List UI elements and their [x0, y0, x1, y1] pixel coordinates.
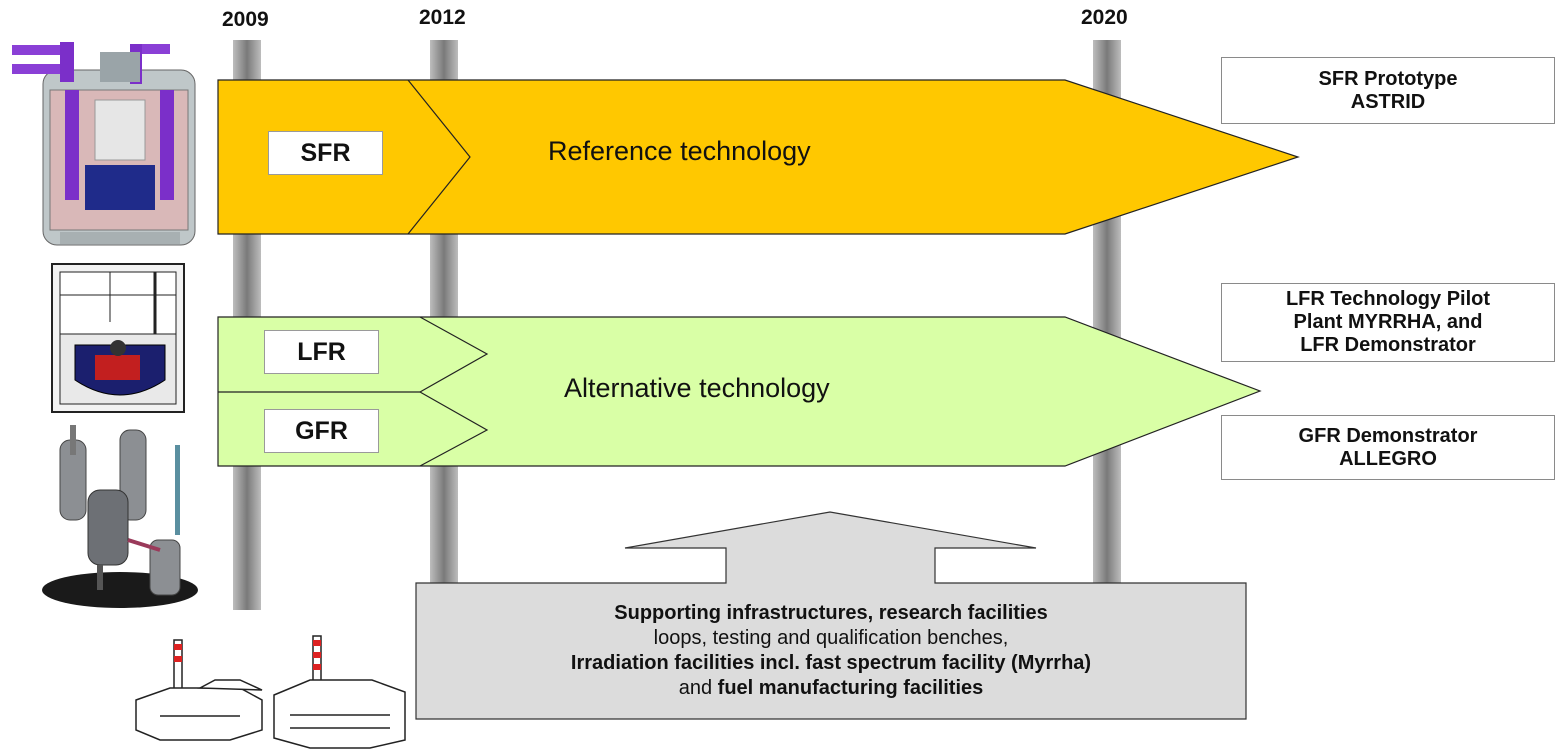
- lfr-outcome-line3: LFR Demonstrator: [1300, 334, 1476, 356]
- lfr-reactor-image: [51, 263, 185, 413]
- support-arrow: [415, 511, 1247, 720]
- sfr-outcome-box: SFR Prototype ASTRID: [1221, 57, 1555, 124]
- lfr-tag: LFR: [264, 330, 379, 374]
- alternative-arrow: [217, 316, 1262, 467]
- lfr-chevron-line: [419, 316, 489, 393]
- gfr-outcome-box: GFR Demonstrator ALLEGRO: [1221, 415, 1555, 480]
- lfr-outcome-line1: LFR Technology Pilot: [1285, 288, 1491, 310]
- sfr-tag: SFR: [268, 131, 383, 175]
- gfr-reactor-image: [42, 425, 198, 608]
- sfr-reactor-image: [12, 42, 196, 246]
- sfr-outcome-line2: ASTRID: [1350, 90, 1426, 113]
- lfr-outcome-box: LFR Technology Pilot Plant MYRRHA, and L…: [1221, 283, 1555, 362]
- support-line3: Irradiation facilities incl. fast spectr…: [570, 652, 1092, 674]
- sfr-chevron-line: [407, 79, 471, 235]
- sfr-arrow: [217, 79, 1300, 235]
- gfr-chevron-line: [419, 391, 489, 467]
- sfr-outcome-line1: SFR Prototype: [1318, 67, 1458, 90]
- gfr-tag: GFR: [264, 409, 379, 453]
- alternative-technology-label: Alternative technology: [564, 373, 830, 403]
- year-label-2020: 2020: [1081, 6, 1128, 29]
- reference-technology-label: Reference technology: [548, 136, 811, 166]
- support-line1: Supporting infrastructures, research fac…: [614, 602, 1048, 624]
- gfr-outcome-line1: GFR Demonstrator: [1298, 424, 1478, 447]
- lfr-outcome-line2: Plant MYRRHA, and: [1293, 311, 1483, 333]
- year-label-2012: 2012: [419, 6, 466, 29]
- support-line2: loops, testing and qualification benches…: [653, 627, 1009, 649]
- year-label-2009: 2009: [222, 8, 269, 31]
- support-line4: and fuel manufacturing facilities: [678, 677, 984, 699]
- support-text: Supporting infrastructures, research fac…: [416, 583, 1246, 719]
- factory-icons: [135, 635, 406, 749]
- gfr-outcome-line2: ALLEGRO: [1339, 447, 1437, 470]
